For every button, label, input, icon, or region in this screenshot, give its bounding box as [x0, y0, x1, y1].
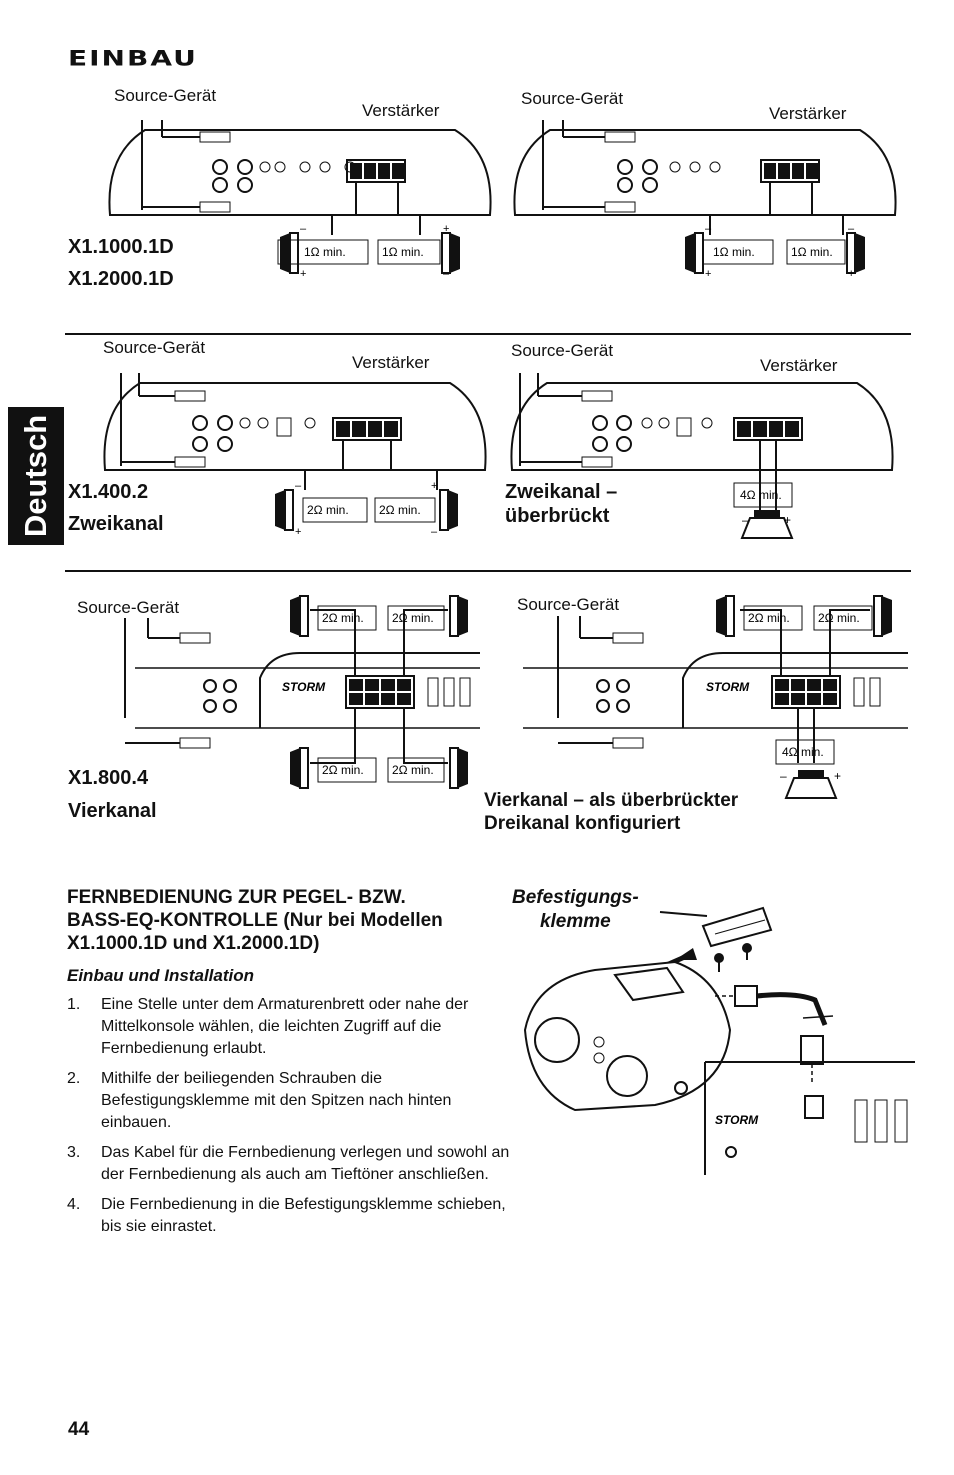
wiring-diagram-4ch-bridged: STORM – + 2Ω min. 2Ω min. 4Ω min. — [523, 595, 908, 799]
resistance-label: 2Ω min. — [392, 763, 434, 777]
resistance-label: 2Ω min. — [322, 763, 364, 777]
resistance-label: 1Ω min. — [382, 245, 424, 259]
list-item: 2.Mithilfe der beiliegenden Schrauben di… — [67, 1070, 452, 1131]
list-item: 1.Eine Stelle unter dem Armaturenbrett o… — [67, 996, 469, 1057]
resistance-label: 1Ω min. — [304, 245, 346, 259]
svg-text:+: + — [431, 480, 437, 492]
svg-text:–: – — [295, 480, 302, 492]
svg-text:+: + — [300, 268, 306, 280]
page-number: 44 — [68, 1419, 90, 1440]
resistance-label: 2Ω min. — [818, 611, 860, 625]
mode-name: Vierkanal — [68, 800, 157, 822]
resistance-label: 2Ω min. — [748, 611, 790, 625]
svg-text:+: + — [848, 268, 854, 280]
resistance-label: 1Ω min. — [713, 245, 755, 259]
clamp-label: Befestigungs- klemme — [512, 887, 639, 932]
source-label: Source-Gerät — [103, 338, 206, 357]
svg-text:–: – — [848, 223, 855, 235]
svg-text:STORM: STORM — [715, 1113, 759, 1127]
mode-label-2ch-bridged: Zweikanal – überbrückt — [505, 481, 618, 527]
source-label: Source-Gerät — [511, 341, 614, 360]
language-tab-label: Deutsch — [18, 414, 53, 538]
wiring-diagram-mono-left: – + + – 1Ω min. 1Ω min. — [108, 120, 492, 280]
resistance-label: 4Ω min. — [740, 488, 782, 502]
source-label: Source-Gerät — [521, 89, 624, 108]
wiring-diagram-2ch-bridged: – + 4Ω min. — [510, 373, 894, 539]
svg-text:+: + — [443, 223, 449, 235]
list-item: 4.Die Fernbedienung in die Befestigungsk… — [67, 1196, 506, 1235]
wiring-diagram-4ch: STORM 2Ω min. 2Ω min. 2Ω min. 2Ω min. — [124, 595, 480, 789]
svg-text:–: – — [742, 513, 749, 527]
mode-label-4ch-bridged: Vierkanal – als überbrückter Dreikanal k… — [484, 790, 739, 834]
svg-text:–: – — [431, 526, 438, 538]
section-divider — [65, 570, 911, 572]
svg-text:–: – — [705, 223, 712, 235]
amp-label: Verstärker — [760, 356, 838, 375]
list-item: 3.Das Kabel für die Fernbedienung verleg… — [67, 1144, 510, 1183]
amp-label: Verstärker — [362, 101, 440, 120]
svg-text:–: – — [443, 268, 450, 280]
svg-text:–: – — [780, 769, 787, 783]
model-name: X1.2000.1D — [68, 268, 174, 290]
language-tab: Deutsch — [8, 407, 64, 545]
svg-text:+: + — [834, 769, 841, 783]
source-label: Source-Gerät — [517, 595, 620, 614]
resistance-label: 2Ω min. — [379, 503, 421, 517]
section-divider — [65, 333, 911, 335]
svg-text:–: – — [300, 223, 307, 235]
svg-text:STORM: STORM — [282, 680, 326, 694]
model-name: X1.400.2 — [68, 481, 149, 503]
install-subheading: Einbau und Installation — [67, 966, 254, 985]
source-label: Source-Gerät — [114, 86, 217, 105]
svg-text:+: + — [784, 513, 791, 527]
model-name: X1.1000.1D — [68, 236, 174, 258]
wiring-diagram-mono-right: – + – + 1Ω min. 1Ω min. — [513, 120, 897, 280]
model-name: X1.800.4 — [68, 767, 149, 789]
resistance-label: 2Ω min. — [392, 611, 434, 625]
remote-heading: FERNBEDIENUNG ZUR PEGEL- BZW. BASS-EQ-KO… — [67, 887, 443, 954]
wiring-diagram-2ch: – + + – 2Ω min. 2Ω min. — [103, 373, 487, 538]
svg-text:+: + — [705, 268, 711, 280]
resistance-label: 1Ω min. — [791, 245, 833, 259]
source-label: Source-Gerät — [77, 598, 180, 617]
remote-illustration: STORM — [523, 906, 915, 1175]
amp-label: Verstärker — [352, 353, 430, 372]
page-title: EINBAU — [68, 46, 198, 71]
resistance-label: 4Ω min. — [782, 745, 824, 759]
svg-text:STORM: STORM — [706, 680, 750, 694]
amp-label: Verstärker — [769, 104, 847, 123]
mode-name: Zweikanal — [68, 513, 164, 535]
svg-text:+: + — [295, 526, 301, 538]
install-steps: 1.Eine Stelle unter dem Armaturenbrett o… — [67, 994, 512, 1246]
resistance-label: 2Ω min. — [322, 611, 364, 625]
resistance-label: 2Ω min. — [307, 503, 349, 517]
